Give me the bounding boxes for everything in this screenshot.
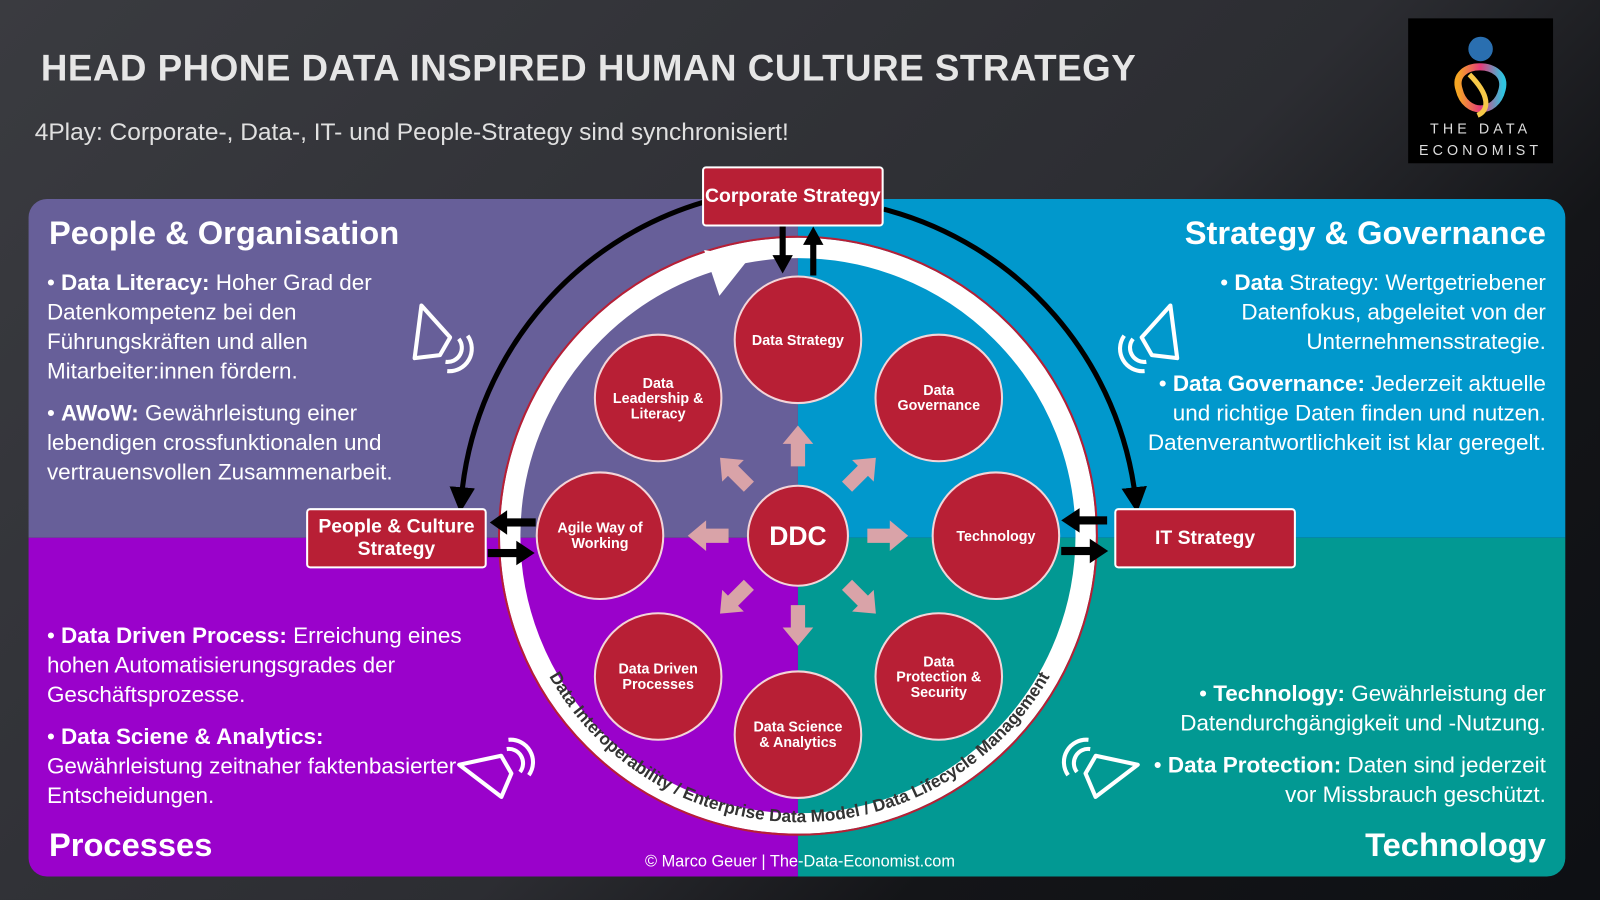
- ddc-center: DDC: [746, 484, 849, 587]
- bullet: • AWoW: Gewährleistung einer lebendigen …: [46, 399, 393, 485]
- node-circle: Data Driven Processes: [593, 612, 723, 741]
- node-circle: Data Strategy: [733, 275, 863, 405]
- logo-figure-icon: [1454, 36, 1507, 118]
- arc-arrow-right: [883, 206, 1147, 513]
- quadrant-title: People & Organisation: [48, 214, 400, 252]
- logo: THE DATA ECONOMIST: [1408, 18, 1554, 164]
- pink-arrow-icon: [720, 579, 754, 614]
- people-bullets: • Data Literacy: Hoher Grad der Datenkom…: [47, 267, 455, 499]
- quadrant-title: Strategy & Governance: [1184, 214, 1546, 252]
- ddc-arrows: [687, 425, 909, 646]
- bullet: • Technology: Gewährleistung der Datendu…: [1180, 680, 1546, 736]
- megaphone-icon: [1061, 737, 1140, 799]
- pink-arrow-icon: [841, 457, 876, 492]
- page-subtitle: 4Play: Corporate-, Data-, IT- und People…: [34, 118, 789, 146]
- node-circle: Data Leadership & Literacy: [593, 333, 723, 463]
- ring-arrowhead-icon: [704, 249, 750, 296]
- bullet: • Data Sciene & Analytics: Gewährleistun…: [46, 723, 457, 809]
- pink-arrow-icon: [782, 425, 814, 467]
- connector-arrows: [487, 226, 1109, 566]
- bullet: • Data Protection: Daten sind jederzeit …: [1153, 752, 1546, 808]
- bullet: • Data Strategy: Wertgetriebener Datenfo…: [1220, 269, 1546, 355]
- footer-copyright: © Marco Geuer | The-Data-Economist.com: [645, 853, 955, 871]
- pink-arrow-icon: [687, 520, 729, 552]
- quadrant-title: Processes: [48, 826, 213, 864]
- megaphone-icon: [1118, 303, 1180, 374]
- node-circle: Technology: [931, 471, 1061, 600]
- arc-arrow-left: [449, 199, 705, 513]
- megaphone-icon: [457, 737, 535, 799]
- bullet: • Data Governance: Jederzeit aktuelle un…: [1147, 370, 1546, 456]
- bullet: • Data Driven Process: Erreichung eines …: [46, 622, 462, 708]
- corporate-strategy-box: Corporate Strategy: [702, 166, 884, 227]
- node-circle: Agile Way of Working: [535, 471, 665, 600]
- pink-arrow-icon: [841, 579, 876, 614]
- logo-text-2: ECONOMIST: [1418, 141, 1543, 159]
- processes-bullets: • Data Driven Process: Erreichung eines …: [47, 620, 476, 822]
- node-circle: Data Science & Analytics: [733, 670, 863, 799]
- strategy-bullets: • Data Strategy: Wertgetriebener Datenfo…: [1138, 267, 1546, 469]
- data-ring: [499, 237, 1096, 834]
- pink-arrow-icon: [867, 520, 909, 552]
- pink-arrow-icon: [720, 457, 754, 492]
- node-circle: Data Protection & Security: [874, 612, 1004, 741]
- megaphone-icon: [412, 303, 474, 374]
- node-circle: Data Governance: [874, 333, 1004, 463]
- quadrant-title: Technology: [1365, 826, 1546, 864]
- page-title: HEAD PHONE DATA INSPIRED HUMAN CULTURE S…: [40, 46, 1137, 89]
- bullet: • Data Literacy: Hoher Grad der Datenkom…: [46, 269, 372, 384]
- pink-arrow-icon: [782, 605, 814, 646]
- technology-bullets: • Technology: Gewährleistung der Datendu…: [1138, 679, 1546, 822]
- people-culture-strategy-box: People & Culture Strategy: [306, 508, 487, 569]
- logo-text-1: THE DATA: [1430, 120, 1532, 137]
- it-strategy-box: IT Strategy: [1114, 508, 1296, 569]
